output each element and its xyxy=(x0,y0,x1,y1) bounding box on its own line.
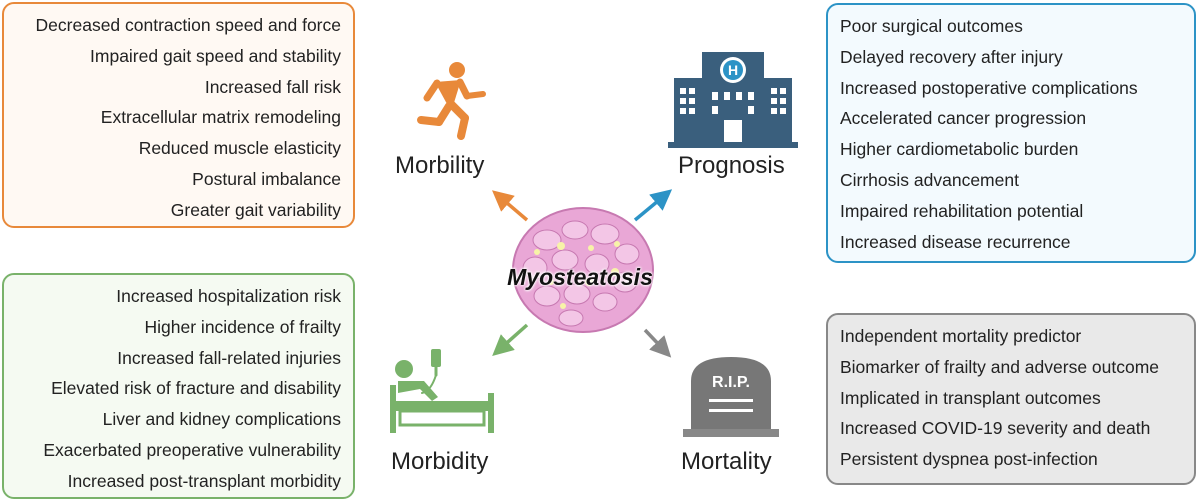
arrow-to-morbidity xyxy=(492,323,529,356)
prognosis-effects-list: Poor surgical outcomes Delayed recovery … xyxy=(840,11,1182,257)
list-item: Liver and kidney complications xyxy=(102,409,341,430)
list-item: Decreased contraction speed and force xyxy=(35,15,341,35)
morbility-label: Morbility xyxy=(395,152,485,179)
list-item: Persistent dyspnea post-infection xyxy=(840,449,1098,470)
center-title: Myosteatosis xyxy=(507,264,653,290)
arrow-to-prognosis xyxy=(633,189,673,222)
list-item: Poor surgical outcomes xyxy=(840,16,1023,36)
mortality-effects-box: Independent mortality predictor Biomarke… xyxy=(826,313,1196,485)
list-item: Extracellular matrix remodeling xyxy=(100,107,341,128)
morbility-effects-list: Decreased contraction speed and force Im… xyxy=(16,10,341,226)
list-item: Accelerated cancer progression xyxy=(840,108,1087,129)
list-item: Increased post-transplant morbidity xyxy=(67,470,341,491)
arrow-to-morbility xyxy=(492,190,529,222)
list-item: Increased fall risk xyxy=(204,76,341,97)
morbidity-label: Morbidity xyxy=(391,448,489,475)
list-item: Cirrhosis advancement xyxy=(840,169,1019,190)
svg-text:H: H xyxy=(728,62,738,78)
list-item: Higher cardiometabolic burden xyxy=(840,139,1079,160)
list-item: Exacerbated preoperative vulnerability xyxy=(43,439,341,460)
list-item: Elevated risk of fracture and disability xyxy=(51,378,341,399)
prognosis-effects-box: Poor surgical outcomes Delayed recovery … xyxy=(826,3,1196,263)
list-item: Postural imbalance xyxy=(192,168,341,189)
morbility-effects-box: Decreased contraction speed and force Im… xyxy=(2,2,355,228)
tombstone-text: R.I.P. xyxy=(712,374,750,391)
prognosis-label: Prognosis xyxy=(678,152,785,179)
hospital-bed-patient-icon xyxy=(390,349,494,433)
list-item: Delayed recovery after injury xyxy=(840,46,1063,67)
morbidity-effects-box: Increased hospitalization risk Higher in… xyxy=(2,273,355,499)
list-item: Biomarker of frailty and adverse outcome xyxy=(840,356,1160,377)
list-item: Implicated in transplant outcomes xyxy=(840,387,1101,408)
list-item: Increased fall-related injuries xyxy=(117,347,341,368)
muscle-tissue-icon xyxy=(512,207,654,333)
list-item: Higher incidence of frailty xyxy=(144,316,341,337)
running-person-icon xyxy=(417,62,486,140)
list-item: Increased postoperative complications xyxy=(840,77,1138,98)
list-item: Increased disease recurrence xyxy=(840,231,1071,252)
tombstone-icon: R.I.P. xyxy=(683,357,779,437)
list-item: Reduced muscle elasticity xyxy=(138,138,341,159)
arrow-to-mortality xyxy=(643,328,672,358)
list-item: Impaired rehabilitation potential xyxy=(840,200,1084,221)
mortality-label: Mortality xyxy=(681,448,772,475)
list-item: Increased COVID-19 severity and death xyxy=(840,418,1151,439)
list-item: Impaired gait speed and stability xyxy=(90,45,341,66)
hospital-icon: H xyxy=(668,52,798,148)
list-item: Increased hospitalization risk xyxy=(116,286,341,306)
list-item: Greater gait variability xyxy=(170,199,341,220)
mortality-effects-list: Independent mortality predictor Biomarke… xyxy=(840,321,1182,475)
morbidity-effects-list: Increased hospitalization risk Higher in… xyxy=(16,281,341,497)
list-item: Independent mortality predictor xyxy=(840,326,1082,346)
